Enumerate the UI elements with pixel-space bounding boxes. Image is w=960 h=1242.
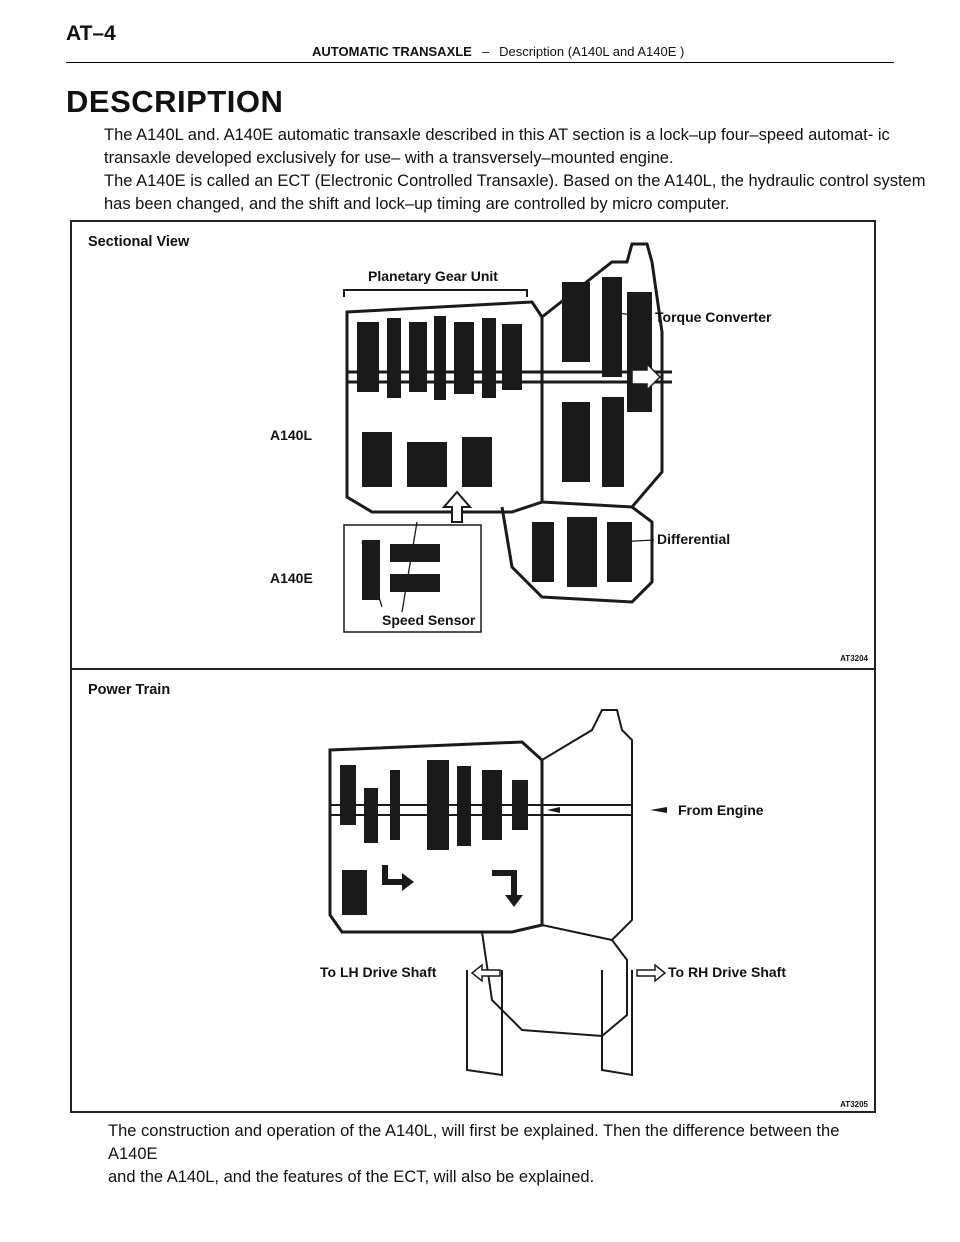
intro-text: The A140L and. A140E automatic transaxle… — [104, 124, 934, 216]
label-torque-converter: Torque Converter — [655, 309, 772, 325]
sectional-view-title: Sectional View — [88, 234, 190, 250]
label-a140e: A140E — [270, 570, 313, 586]
sectional-view-panel: Sectional View — [72, 222, 874, 666]
label-speed-sensor: Speed Sensor — [382, 612, 476, 628]
label-rh-drive-shaft: To RH Drive Shaft — [668, 964, 786, 980]
header-separator: – — [481, 44, 490, 59]
closing-text: The construction and operation of the A1… — [108, 1120, 908, 1189]
closing-line-3: and the A140L, and the features of the E… — [108, 1168, 595, 1186]
label-a140l: A140L — [270, 427, 313, 443]
page-heading: DESCRIPTION — [66, 84, 284, 119]
intro-paragraph-1: The A140L and. A140E automatic transaxle… — [104, 126, 890, 167]
figure-code-sectional: AT3204 — [840, 654, 868, 663]
figure-code-power-train: AT3205 — [840, 1100, 868, 1109]
closing-line-2: A140E — [108, 1145, 158, 1163]
label-lh-drive-shaft: To LH Drive Shaft — [320, 964, 437, 980]
figure-frame: Sectional View — [70, 220, 876, 1113]
power-train-title: Power Train — [88, 682, 171, 698]
label-planetary-gear-unit: Planetary Gear Unit — [368, 268, 498, 284]
label-from-engine: From Engine — [678, 802, 764, 818]
sectional-view-drawing — [343, 242, 672, 633]
header-rule — [66, 62, 894, 63]
subsection-title: Description (A140L and A140E ) — [499, 44, 685, 59]
page-number: AT–4 — [66, 22, 116, 45]
label-differential: Differential — [657, 531, 731, 547]
intro-paragraph-2: The A140E is called an ECT (Electronic C… — [104, 172, 926, 213]
power-train-panel: Power Train — [72, 668, 874, 1113]
power-train-drawing — [328, 709, 667, 1077]
section-title: AUTOMATIC TRANSAXLE — [312, 44, 472, 59]
closing-line-1: The construction and operation of the A1… — [108, 1122, 840, 1140]
running-header: AUTOMATIC TRANSAXLE–Description (A140L a… — [312, 44, 684, 59]
